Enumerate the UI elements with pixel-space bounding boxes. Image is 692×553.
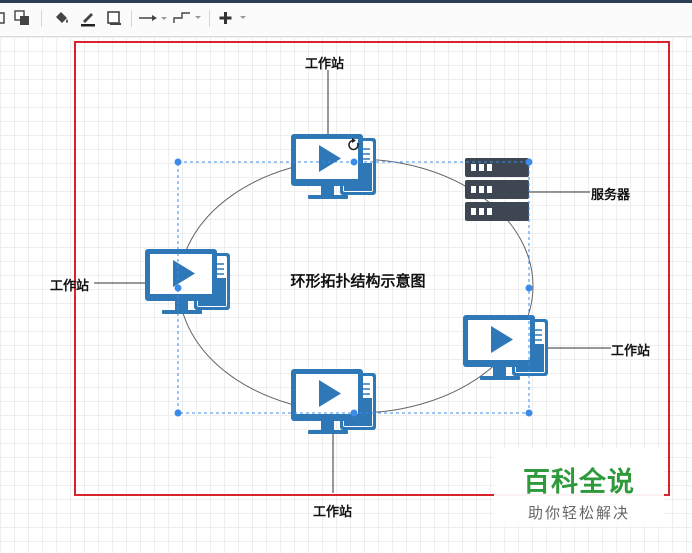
workstation-top-label: 工作站 (305, 57, 345, 72)
watermark: 百科全说 助你轻松解决 (494, 448, 664, 526)
server-icon[interactable] (465, 158, 529, 221)
toolbar-separator (209, 10, 210, 27)
resize-handle[interactable] (525, 409, 533, 417)
toolbar-separator (131, 10, 132, 27)
workstation-bottom-label: 工作站 (313, 505, 353, 520)
toolbar-top-border (0, 0, 692, 3)
workstation-left-label: 工作站 (50, 279, 90, 294)
toolbar-separator (41, 10, 42, 27)
workstation-right-icon[interactable] (462, 314, 549, 381)
diagram-title: 环形拓扑结构示意图 (290, 272, 426, 290)
waypoints-icon[interactable] (172, 8, 202, 28)
line-color-icon[interactable] (78, 8, 98, 28)
shadow-icon[interactable] (104, 8, 124, 28)
resize-handle[interactable] (174, 409, 182, 417)
resize-handle[interactable] (525, 158, 533, 166)
workstation-left-icon[interactable] (144, 248, 231, 315)
resize-handle[interactable] (350, 158, 358, 166)
fill-color-icon[interactable] (52, 8, 72, 28)
resize-handle[interactable] (174, 158, 182, 166)
frame-rectangle[interactable] (74, 41, 670, 496)
server-label: 服务器 (591, 188, 631, 203)
diagram-canvas[interactable] (0, 37, 692, 553)
connection-icon[interactable] (138, 8, 168, 28)
workstation-bottom-icon[interactable] (290, 368, 377, 435)
workstation-top-icon[interactable] (290, 133, 377, 200)
workstation-right-label: 工作站 (611, 344, 651, 359)
to-front-icon[interactable] (13, 8, 33, 28)
rotate-handle-icon[interactable] (348, 138, 359, 151)
toolbar (0, 0, 692, 37)
resize-handle[interactable] (350, 409, 358, 417)
resize-handle[interactable] (174, 284, 182, 292)
insert-icon[interactable] (218, 8, 248, 28)
partial-tool-icon[interactable] (0, 8, 6, 28)
watermark-slogan: 助你轻松解决 (527, 504, 630, 522)
resize-handle[interactable] (525, 284, 533, 292)
watermark-brand: 百科全说 (523, 467, 635, 498)
